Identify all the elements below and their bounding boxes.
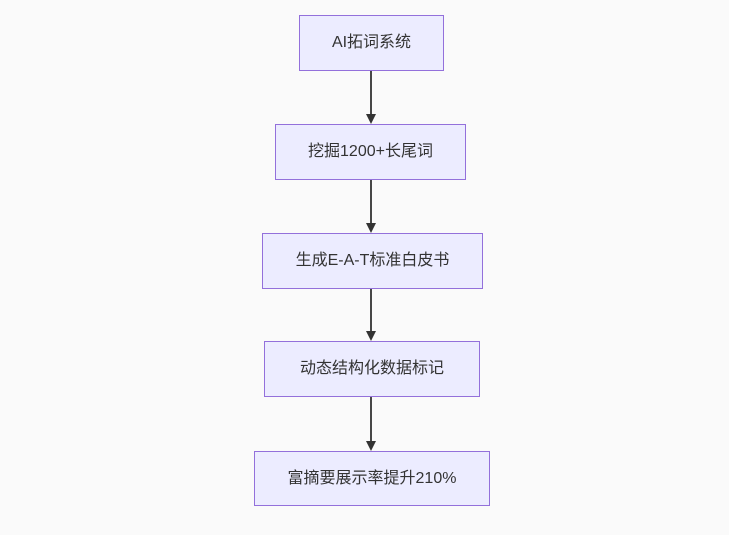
flowchart-node-eat-whitepaper: 生成E-A-T标准白皮书 (262, 233, 483, 289)
node-label: 生成E-A-T标准白皮书 (295, 252, 450, 270)
arrow-down (366, 71, 376, 124)
flowchart-node-rich-snippet-result: 富摘要展示率提升210% (254, 451, 490, 506)
arrow-down (366, 180, 376, 233)
node-label: 富摘要展示率提升210% (287, 469, 457, 487)
flowchart-node-ai-word-system: AI拓词系统 (299, 15, 444, 71)
node-label: AI拓词系统 (331, 34, 412, 52)
node-label: 动态结构化数据标记 (299, 360, 444, 378)
node-label: 挖掘1200+长尾词 (308, 143, 433, 161)
flowchart-node-structured-data: 动态结构化数据标记 (264, 341, 480, 397)
arrow-down (366, 397, 376, 451)
flowchart-node-longtail-mining: 挖掘1200+长尾词 (275, 124, 466, 180)
arrow-down (366, 289, 376, 341)
